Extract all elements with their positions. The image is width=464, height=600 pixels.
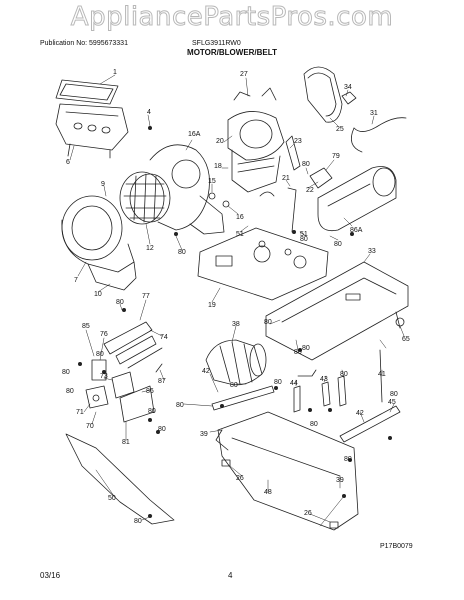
callout-label: 43 xyxy=(320,376,328,383)
callout-label: 4 xyxy=(147,109,151,116)
callout-label: 1 xyxy=(113,69,117,76)
callout-label: 79 xyxy=(332,153,340,160)
callout-label: 10 xyxy=(94,291,102,298)
part-vent-grille xyxy=(55,79,119,105)
part-chassis-plate xyxy=(265,261,409,361)
callout-label: 80 xyxy=(62,369,70,376)
callout-label: 33 xyxy=(368,248,376,255)
callout-label: 80 xyxy=(310,421,318,428)
part-motor xyxy=(227,87,285,193)
callout-label: 12 xyxy=(146,245,154,252)
callout-label: 80 xyxy=(340,371,348,378)
callout-label: 39 xyxy=(200,431,208,438)
callout-label: 42 xyxy=(356,410,364,417)
callout-label: 39 xyxy=(336,477,344,484)
callout-label: 80 xyxy=(116,299,124,306)
callout-label: 80 xyxy=(264,319,272,326)
callout-label: 16 xyxy=(236,214,244,221)
callout-label: 80 xyxy=(148,408,156,415)
callouts: 1 4 6 9 7 10 16A 12 80 27 25 34 31 20 23… xyxy=(62,69,410,525)
callout-label: 34 xyxy=(344,84,352,91)
callout-label: 80 xyxy=(334,241,342,248)
callout-label: 80 xyxy=(294,349,302,356)
callout-label: 15 xyxy=(208,178,216,185)
callout-label: 80 xyxy=(176,402,184,409)
part-brackets xyxy=(211,349,401,443)
callout-label: 80 xyxy=(274,379,282,386)
callout-label: 26 xyxy=(236,475,244,482)
callout-label: 85 xyxy=(82,323,90,330)
part-glides xyxy=(221,459,339,529)
part-bulkhead xyxy=(65,433,175,525)
callout-label: 19 xyxy=(208,302,216,309)
part-idler-assembly xyxy=(208,135,333,233)
callout-label: 21 xyxy=(282,175,290,182)
callout-label: 26 xyxy=(304,510,312,517)
callout-label: 77 xyxy=(142,293,150,300)
part-lower-base xyxy=(215,411,359,531)
page-number: 4 xyxy=(228,571,233,580)
diagram-title: MOTOR/BLOWER/BELT xyxy=(187,48,277,57)
callout-label: 71 xyxy=(76,409,84,416)
callout-label: 31 xyxy=(370,110,378,117)
part-duct-elbow xyxy=(205,339,267,386)
callout-label: 42 xyxy=(202,368,210,375)
part-belt xyxy=(303,66,343,123)
callout-label: 80 xyxy=(96,351,104,358)
callout-label: 27 xyxy=(240,71,248,78)
callout-label: 16A xyxy=(188,131,201,138)
callout-label: 25 xyxy=(336,126,344,133)
part-vent-housing xyxy=(55,103,129,159)
figure-code: P17B0079 xyxy=(380,543,413,550)
callout-label: 45 xyxy=(388,399,396,406)
callout-label: 80 xyxy=(302,345,310,352)
callout-label: 81 xyxy=(122,439,130,446)
callout-label: 18 xyxy=(214,163,222,170)
part-blower-housing xyxy=(61,195,137,291)
part-motor-controls xyxy=(85,321,163,423)
callout-label: 50 xyxy=(108,495,116,502)
callout-label: 65 xyxy=(402,336,410,343)
callout-label: 80 xyxy=(158,426,166,433)
callout-label: 6 xyxy=(66,159,70,166)
callout-label: 80 xyxy=(302,161,310,168)
callout-label: 20 xyxy=(216,138,224,145)
callout-label: 23 xyxy=(294,138,302,145)
callout-label: 80 xyxy=(66,388,74,395)
callout-label: 7 xyxy=(74,277,78,284)
callout-label: 41 xyxy=(378,371,386,378)
watermark-logo: AppliancePartsPros.com xyxy=(70,2,394,33)
model-number: SFLG3911RW0 xyxy=(192,40,241,47)
footer-date: 03/16 xyxy=(40,571,61,580)
publication-number: Publication No: 5995673331 xyxy=(40,40,128,47)
callout-label: 80 xyxy=(344,456,352,463)
callout-label: 80 xyxy=(230,382,238,389)
part-power-cord xyxy=(341,91,407,153)
callout-label: 80 xyxy=(178,249,186,256)
callout-label: 80 xyxy=(300,236,308,243)
callout-label: 51 xyxy=(236,231,244,238)
callout-label: 44 xyxy=(290,380,298,387)
callout-label: 51 xyxy=(300,231,308,238)
callout-label: 73 xyxy=(100,373,108,380)
part-base-plate xyxy=(197,227,329,301)
callout-label: 70 xyxy=(86,423,94,430)
part-heater-housing xyxy=(317,166,397,232)
callout-label: 80 xyxy=(134,518,142,525)
callout-label: 87 xyxy=(158,378,166,385)
part-blower-rear xyxy=(149,144,225,235)
callout-label: 74 xyxy=(160,334,168,341)
callout-label: 76 xyxy=(100,331,108,338)
callout-label: 48 xyxy=(264,489,272,496)
callout-label: 38 xyxy=(232,321,240,328)
part-blower-wheel xyxy=(119,171,171,225)
callout-label: 22 xyxy=(306,187,314,194)
callout-label: 80 xyxy=(390,391,398,398)
callout-label: 9 xyxy=(101,181,105,188)
callout-label: 86 xyxy=(146,388,154,395)
leader-lines xyxy=(69,74,405,527)
callout-label: 86A xyxy=(350,227,363,234)
